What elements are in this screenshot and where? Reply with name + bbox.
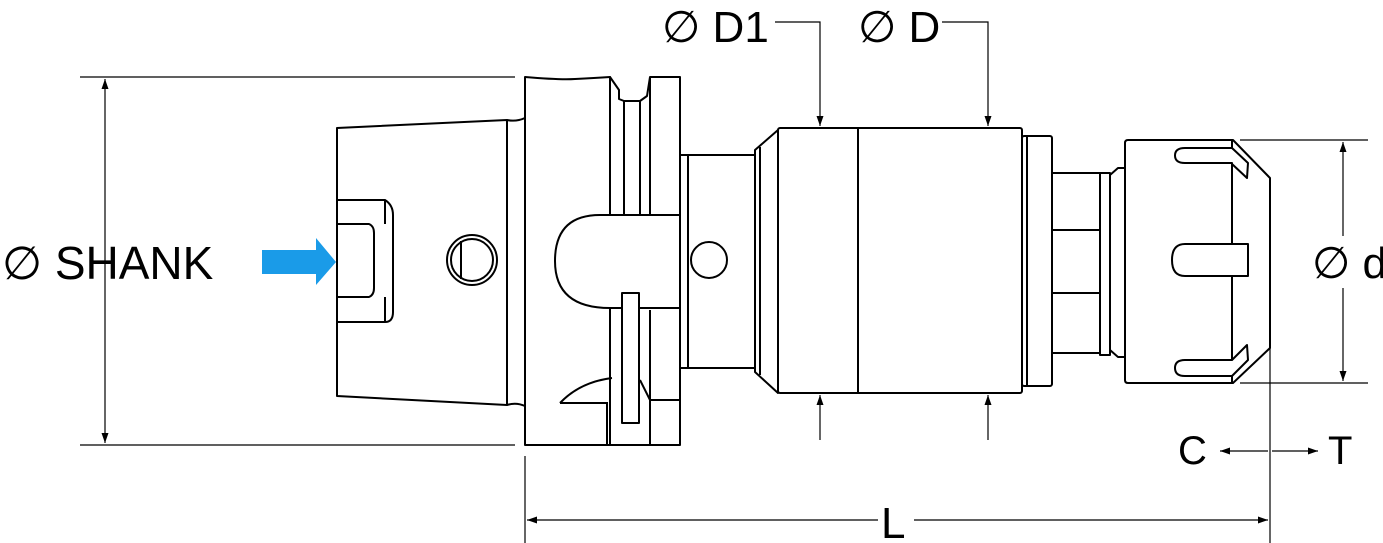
flange	[524, 76, 681, 446]
blue-direction-arrow	[262, 238, 336, 285]
shank-label: ∅ SHANK	[2, 237, 214, 289]
collet-nut	[1124, 139, 1271, 384]
collet-d-dimension: ∅ d	[1240, 139, 1383, 384]
body	[679, 127, 1126, 394]
d-label: ∅ D	[858, 3, 940, 52]
d1-dimension: ∅ D1	[662, 3, 824, 440]
length-dimension: L	[524, 456, 1268, 543]
d1-label: ∅ D1	[662, 3, 769, 52]
side-hole-icon	[690, 241, 728, 279]
shank-dimension: ∅ SHANK	[2, 76, 515, 446]
d-dimension: ∅ D	[858, 3, 992, 440]
ct-dimension: C T	[1178, 345, 1352, 543]
l-label: L	[881, 499, 905, 543]
collet-d-label: ∅ d	[1312, 239, 1383, 288]
t-label: T	[1328, 429, 1352, 473]
screw-hole-icon	[446, 234, 498, 286]
taper-shank	[336, 117, 526, 407]
c-label: C	[1178, 429, 1207, 473]
